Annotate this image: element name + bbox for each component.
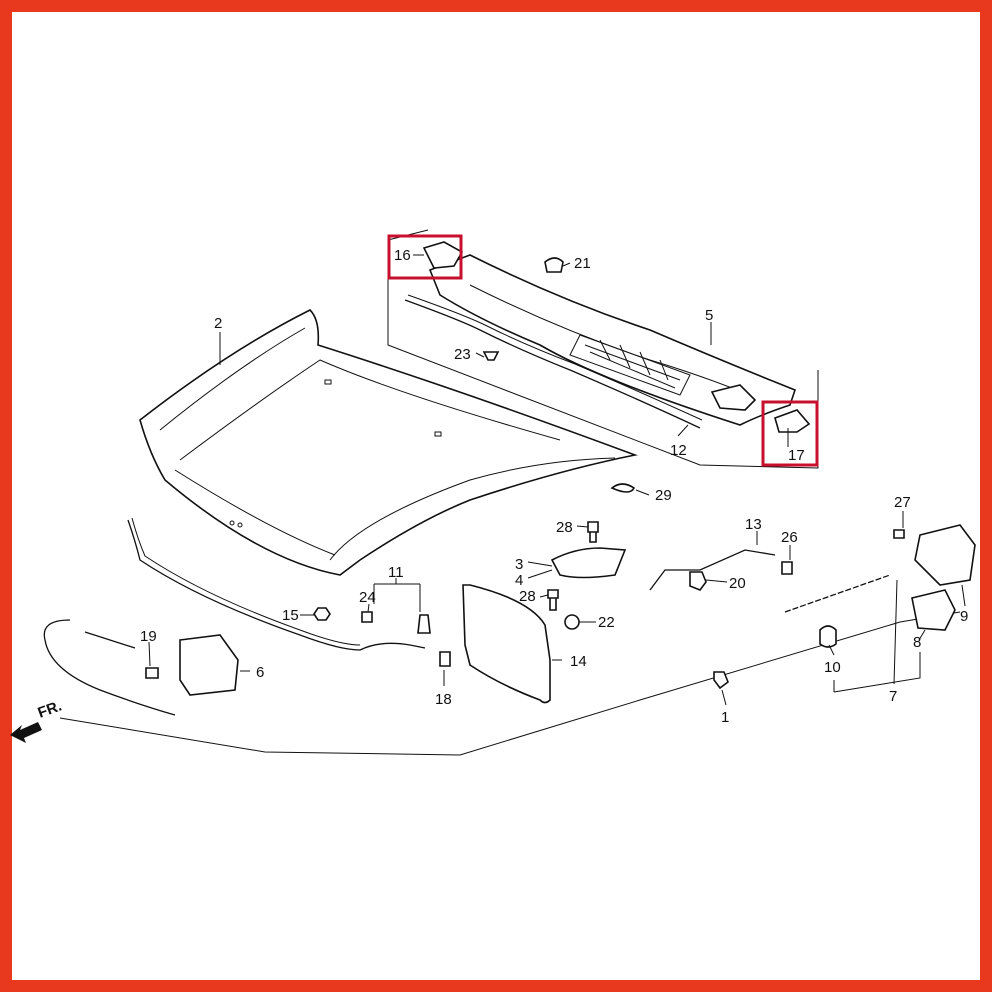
callout-29: 29 <box>655 487 672 504</box>
cowl-seal-strip <box>404 294 703 429</box>
lever-8 <box>911 589 956 631</box>
callout-10: 10 <box>824 659 841 676</box>
callout-6: 6 <box>256 664 264 681</box>
clip-1 <box>713 671 729 690</box>
callout-15: 15 <box>282 607 299 624</box>
cowl-top-panel <box>428 254 796 426</box>
hood-seal-strip <box>127 517 426 651</box>
bolt-22 <box>564 614 580 630</box>
leader-lines <box>148 254 966 706</box>
clip-17 <box>774 409 811 433</box>
callout-5: 5 <box>705 307 713 324</box>
hinge-3-4 <box>550 547 627 579</box>
callout-13: 13 <box>745 516 762 533</box>
holder-20 <box>689 571 707 591</box>
clip-11 <box>417 614 431 634</box>
callout-26: 26 <box>781 529 798 546</box>
callout-21: 21 <box>574 255 591 272</box>
callout-28-lower: 28 <box>519 588 536 605</box>
clip-16 <box>422 241 464 269</box>
bolt-19 <box>145 667 159 679</box>
highlight-box-17 <box>761 400 819 467</box>
clip-15 <box>313 607 331 621</box>
cushion-21 <box>544 257 564 273</box>
callout-23: 23 <box>454 346 471 363</box>
callout-11: 11 <box>388 564 404 581</box>
callout-28-upper: 28 <box>556 519 573 536</box>
callout-12: 12 <box>670 442 687 459</box>
bolt-27 <box>893 529 905 539</box>
callout-24: 24 <box>359 589 376 606</box>
callout-1: 1 <box>721 709 729 726</box>
hood-insulator <box>462 584 551 704</box>
grommet-29 <box>610 483 636 493</box>
callout-8: 8 <box>913 634 921 651</box>
clip-24 <box>361 611 373 623</box>
hood-panel <box>139 309 638 576</box>
damper-18 <box>439 651 451 667</box>
callout-19: 19 <box>140 628 157 645</box>
callout-9: 9 <box>960 608 968 625</box>
callout-7: 7 <box>889 688 897 705</box>
bolt-28b <box>547 589 559 611</box>
clip-23 <box>482 351 500 361</box>
lever-9 <box>914 524 976 586</box>
callout-4: 4 <box>515 572 523 589</box>
callout-17: 17 <box>788 447 805 464</box>
callout-27: 27 <box>894 494 911 511</box>
callout-2: 2 <box>214 315 222 332</box>
hood-release-cable <box>43 574 891 716</box>
hood-latch-6 <box>179 634 239 696</box>
highlight-box-16 <box>387 234 463 280</box>
grommet-10 <box>819 625 837 648</box>
callout-labels: 1 2 3 4 5 6 7 8 9 10 11 12 13 14 15 16 1… <box>140 247 968 726</box>
bolt-28a <box>587 521 599 543</box>
callout-20: 20 <box>729 575 746 592</box>
callout-22: 22 <box>598 614 615 631</box>
support-rod-13 <box>649 549 776 591</box>
callout-3: 3 <box>515 556 523 573</box>
callout-18: 18 <box>435 691 452 708</box>
front-direction-arrow: FR. <box>10 698 64 743</box>
callout-16: 16 <box>394 247 411 264</box>
callout-14: 14 <box>570 653 587 670</box>
small-parts <box>145 241 976 696</box>
front-direction-label: FR. <box>36 698 65 722</box>
clip-26 <box>781 561 793 575</box>
